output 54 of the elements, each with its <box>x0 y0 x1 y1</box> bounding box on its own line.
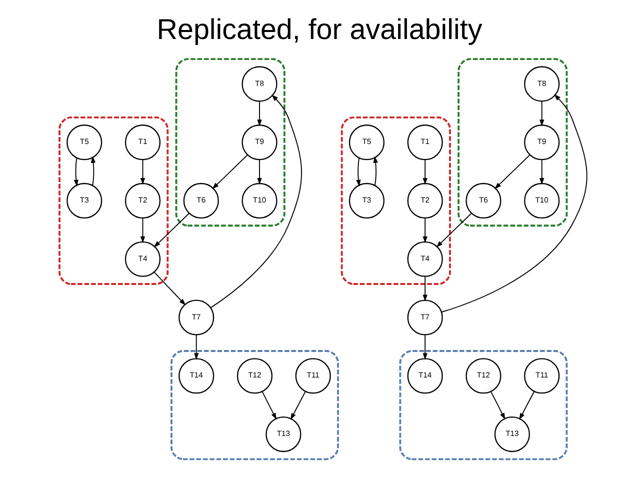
arrow <box>436 212 472 248</box>
arrow <box>194 334 198 360</box>
node-circle: T9 <box>241 124 277 160</box>
cluster <box>58 116 168 285</box>
arrow <box>440 94 587 313</box>
arrow <box>153 212 190 248</box>
cluster <box>340 116 450 285</box>
cluster <box>170 350 338 460</box>
node-circle: T5 <box>348 124 384 160</box>
arrow <box>153 272 186 306</box>
arrow <box>210 94 302 308</box>
arrow <box>261 391 276 420</box>
arrow <box>140 159 145 185</box>
node-circle: T3 <box>66 182 102 219</box>
arrow <box>422 218 427 244</box>
arrow <box>212 154 248 190</box>
node-circle: T7 <box>406 300 442 336</box>
arrow <box>539 159 544 185</box>
arrow <box>518 390 534 420</box>
node-circle: T12 <box>236 358 272 394</box>
arrow <box>90 156 96 186</box>
arrow <box>256 100 262 126</box>
node-circle: T13 <box>265 416 301 452</box>
node-circle: T12 <box>465 358 501 394</box>
node-circle: T10 <box>524 182 560 219</box>
cluster <box>174 58 285 227</box>
node-circle: T2 <box>124 182 160 219</box>
arrow <box>140 218 145 244</box>
arrow <box>494 154 530 190</box>
node-circle: T14 <box>178 358 214 394</box>
node-circle: T11 <box>294 358 330 394</box>
diagram-title: Replicated, for availability <box>156 14 482 46</box>
arrow <box>290 390 306 420</box>
node-circle: T1 <box>124 124 160 160</box>
arrow <box>422 334 427 360</box>
node-circle: T13 <box>494 416 530 452</box>
arrow <box>539 100 544 126</box>
arrow <box>372 156 378 186</box>
arrow <box>356 157 360 187</box>
node-circle: T5 <box>66 124 102 160</box>
arrow <box>73 157 78 187</box>
arrow <box>422 159 427 185</box>
arrow <box>490 391 505 420</box>
arrow <box>422 276 427 302</box>
node-circle: T14 <box>406 358 442 394</box>
cluster <box>398 350 568 460</box>
node-circle: T3 <box>348 182 384 219</box>
arrow <box>256 159 262 185</box>
node-circle: T10 <box>241 182 277 219</box>
node-circle: T2 <box>406 182 442 219</box>
node-circle: T1 <box>406 124 442 160</box>
cluster <box>457 58 568 227</box>
node-circle: T11 <box>524 358 560 394</box>
node-circle: T9 <box>524 124 560 160</box>
